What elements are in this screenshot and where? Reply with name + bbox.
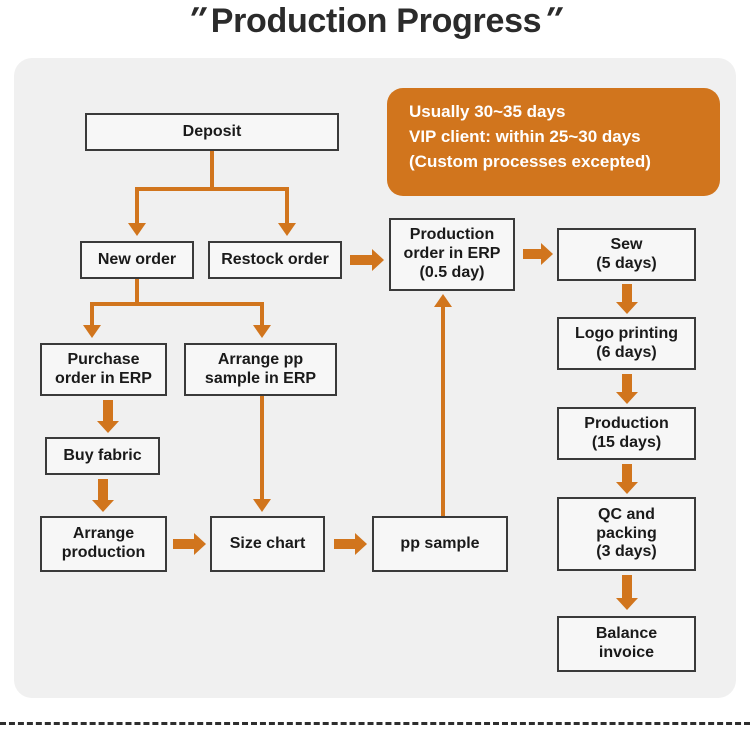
page-title-text: Production Progress bbox=[210, 2, 542, 40]
node-deposit[interactable]: Deposit bbox=[85, 113, 339, 151]
connector-production-to-qc-packing bbox=[616, 464, 638, 494]
connector-new-order-bus bbox=[90, 302, 264, 306]
node-size-chart[interactable]: Size chart bbox=[210, 516, 325, 572]
node-sew[interactable]: Sew (5 days) bbox=[557, 228, 696, 281]
node-qc-packing[interactable]: QC and packing (3 days) bbox=[557, 497, 696, 571]
quote-mark-left-icon: ″ bbox=[184, 0, 210, 37]
arrowhead-to-purchase-order bbox=[83, 325, 101, 338]
page-title: ″Production Progress″ bbox=[0, 0, 750, 41]
quote-mark-right-icon: ″ bbox=[540, 0, 566, 37]
bottom-divider bbox=[0, 722, 750, 725]
node-buy-fabric[interactable]: Buy fabric bbox=[45, 437, 160, 475]
connector-arrange-pp-to-size-chart bbox=[260, 396, 264, 501]
connector-to-purchase-order bbox=[90, 302, 94, 327]
node-production[interactable]: Production (15 days) bbox=[557, 407, 696, 460]
connector-deposit-stem bbox=[210, 151, 214, 191]
connector-deposit-to-restock bbox=[285, 187, 289, 225]
connector-restock-to-production-order bbox=[350, 249, 384, 271]
connector-pp-sample-to-production-order bbox=[441, 306, 445, 516]
node-pp-sample[interactable]: pp sample bbox=[372, 516, 508, 572]
connector-production-order-to-sew bbox=[523, 243, 553, 265]
lead-time-callout: Usually 30~35 days VIP client: within 25… bbox=[387, 88, 720, 196]
connector-deposit-to-new-order bbox=[135, 187, 139, 225]
node-balance-invoice[interactable]: Balance invoice bbox=[557, 616, 696, 672]
node-production-order-erp[interactable]: Production order in ERP (0.5 day) bbox=[389, 218, 515, 291]
connector-purchase-to-buy-fabric bbox=[97, 400, 119, 433]
node-new-order[interactable]: New order bbox=[80, 241, 194, 279]
connector-to-arrange-pp bbox=[260, 302, 264, 327]
connector-size-chart-to-pp-sample bbox=[334, 533, 367, 555]
node-purchase-order-erp[interactable]: Purchase order in ERP bbox=[40, 343, 167, 396]
node-arrange-pp-sample-erp[interactable]: Arrange pp sample in ERP bbox=[184, 343, 337, 396]
connector-qc-packing-to-balance-invoice bbox=[616, 575, 638, 611]
connector-arrange-production-to-size-chart bbox=[173, 533, 206, 555]
connector-sew-to-logo-printing bbox=[616, 284, 638, 314]
arrowhead-pp-sample-to-production-order bbox=[434, 294, 452, 307]
arrowhead-to-arrange-pp bbox=[253, 325, 271, 338]
connector-deposit-bus bbox=[135, 187, 289, 191]
node-logo-printing[interactable]: Logo printing (6 days) bbox=[557, 317, 696, 370]
node-arrange-production[interactable]: Arrange production bbox=[40, 516, 167, 572]
node-restock-order[interactable]: Restock order bbox=[208, 241, 342, 279]
arrowhead-deposit-to-restock bbox=[278, 223, 296, 236]
arrowhead-arrange-pp-to-size-chart bbox=[253, 499, 271, 512]
flowchart-panel: Usually 30~35 days VIP client: within 25… bbox=[14, 58, 736, 698]
connector-logo-printing-to-production bbox=[616, 374, 638, 404]
connector-new-order-stem bbox=[135, 279, 139, 306]
arrowhead-deposit-to-new-order bbox=[128, 223, 146, 236]
connector-buy-fabric-to-arrange-production bbox=[92, 479, 114, 512]
